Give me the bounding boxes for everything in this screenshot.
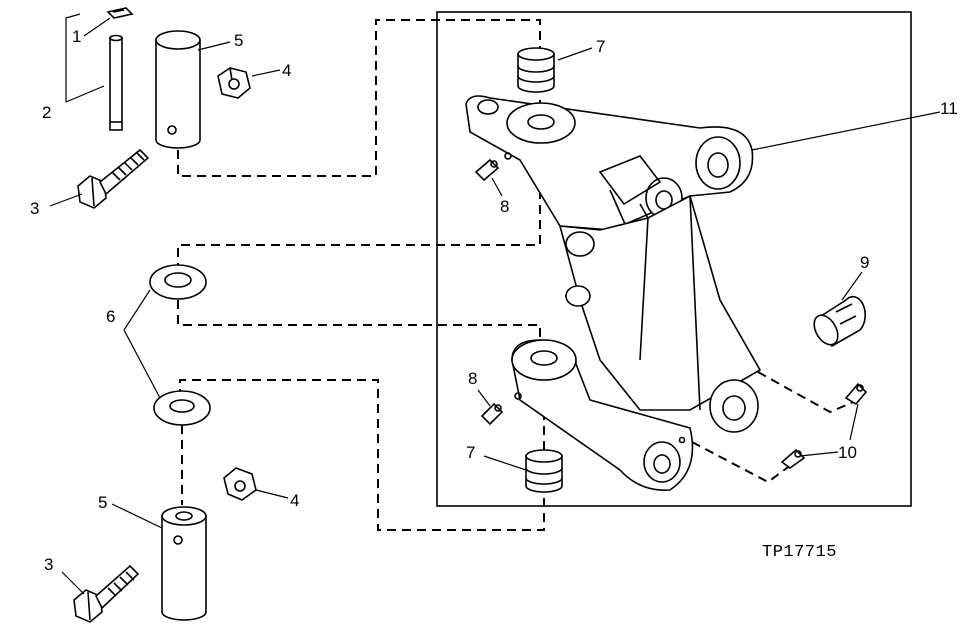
snap-clip-part-1: [106, 7, 134, 19]
callout-4-upper: 4: [282, 61, 291, 80]
bushing-part-7-upper: [517, 47, 555, 93]
leader-lines: [49, 13, 941, 595]
callout-5-upper: 5: [234, 31, 243, 50]
bushing-part-9: [813, 295, 866, 348]
main-bracket-part-11: [465, 95, 762, 491]
washer-part-6-lower: [153, 390, 211, 426]
nut-part-4-lower: [223, 467, 257, 501]
callout-3-upper: 3: [30, 199, 39, 218]
nut-part-4-upper: [217, 67, 251, 99]
callout-9: 9: [860, 253, 869, 272]
callout-8-lower: 8: [468, 369, 477, 388]
bolt-part-3-upper: [77, 148, 150, 209]
assembly-dashed-lines: [177, 19, 859, 531]
figure-id: TP17715: [762, 543, 837, 562]
fitting-part-10-lower: [780, 448, 806, 469]
callout-3-lower: 3: [44, 555, 53, 574]
assembly-frame: [436, 11, 912, 507]
callout-4-lower: 4: [290, 491, 299, 510]
callout-5-lower: 5: [98, 493, 107, 512]
callout-7-lower: 7: [466, 443, 475, 462]
bushing-part-7-lower: [525, 449, 563, 493]
callout-labels: 1 2 3 4 5 6 7 8 8 7 9 10 11 4 5 3: [30, 27, 958, 574]
grease-fitting-part-8-lower: [480, 402, 504, 426]
callout-8-upper: 8: [500, 197, 509, 216]
callout-6: 6: [106, 307, 115, 326]
callout-7-upper: 7: [596, 37, 605, 56]
bolt-part-3-lower: [73, 564, 140, 623]
callout-10: 10: [838, 443, 857, 462]
grease-fitting-part-8-upper: [474, 158, 500, 182]
callout-2: 2: [42, 103, 51, 122]
washer-part-6-upper: [149, 264, 207, 300]
callout-11: 11: [940, 99, 958, 118]
fitting-part-10-upper: [844, 382, 868, 406]
callout-1: 1: [72, 27, 81, 46]
pin-part-2: [109, 34, 123, 131]
sleeve-part-5-lower: [161, 506, 207, 621]
sleeve-part-5-upper: [155, 30, 201, 149]
